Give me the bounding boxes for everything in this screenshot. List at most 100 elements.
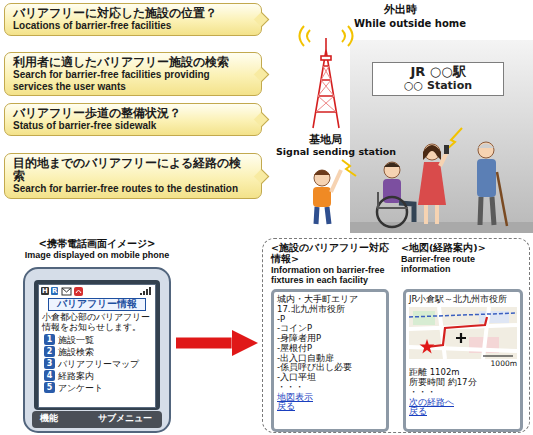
phone-screen: <地図(経路案内)>Barrier-free route information…	[401, 243, 525, 433]
arm	[331, 170, 341, 192]
node-title: <携帯電話画面イメージ>	[10, 238, 184, 250]
callout-pointer	[254, 169, 270, 185]
node-title: バリアフリーに対応した施設の位置？	[13, 7, 252, 20]
node-text: -屋根付P	[277, 344, 383, 354]
node-text: Search for barrier-free facilities provi…	[13, 69, 252, 92]
chair-frame	[378, 192, 408, 208]
figure-label: サブメニュー	[98, 413, 152, 423]
tower-rungs	[316, 66, 336, 112]
arm	[440, 152, 447, 166]
wave	[348, 26, 353, 46]
question-callout: 目的地までのバリアフリーによる経路の検索Search for barrier-f…	[4, 153, 262, 199]
node-text: 次の経路へ	[409, 398, 517, 408]
phone-case	[24, 268, 170, 432]
map-block	[413, 311, 435, 325]
screen-frame: JR小倉駅～北九州市役所1000m距離 1102m所要時間 約17分・・・次の経…	[403, 289, 523, 432]
figure-label: While outside home	[354, 18, 466, 30]
head	[384, 162, 400, 178]
node-text: 距離 1102m	[409, 368, 517, 378]
tower-legs	[313, 50, 339, 128]
node-title: 4	[44, 370, 55, 381]
head	[478, 142, 494, 158]
head	[424, 144, 440, 160]
screen-heading: <地図(経路案内)>Barrier-free route information	[401, 243, 525, 275]
signal-bar	[149, 287, 151, 295]
softkey-band	[32, 411, 162, 428]
child-figure	[313, 170, 341, 224]
node-text: 施設検索	[58, 347, 94, 357]
screen-group-box: <施設のバリアフリー対応情報>Information on barrier-fr…	[262, 238, 530, 433]
shirt	[313, 187, 331, 207]
figure-label: 機能	[40, 413, 58, 423]
node-text: -P	[277, 315, 383, 325]
map-block	[479, 311, 509, 323]
station-ground	[350, 40, 533, 233]
node-title: バリアフリー歩道の整備状況？	[13, 107, 252, 120]
screen-heading: <携帯電話画面イメージ>Image displayed on mobile ph…	[10, 238, 184, 260]
route-line	[427, 317, 487, 347]
current-position-star	[419, 339, 434, 353]
node-text: 施設一覧	[58, 335, 94, 345]
route-map	[409, 307, 517, 359]
hair	[478, 144, 494, 149]
signal-tower	[313, 38, 339, 128]
node-title: <地図(経路案内)>	[401, 243, 525, 254]
figure-label: H	[41, 287, 49, 295]
mobile-phone	[444, 145, 449, 154]
node-text: Barrier-free route information	[401, 254, 525, 275]
node-text: バリアフリーマップ	[58, 359, 139, 369]
mobile-phone-body	[24, 268, 170, 432]
scale-bar	[483, 355, 513, 356]
node-text: 所要時間 約17分	[409, 378, 517, 388]
node-text: 経路案内	[58, 371, 94, 381]
wave	[300, 26, 305, 46]
node-text: バリアフリー情報	[48, 298, 146, 311]
antenna	[325, 38, 327, 50]
cane	[497, 172, 507, 226]
rail-line	[409, 313, 517, 317]
legs	[426, 205, 437, 224]
elderly-figure	[477, 142, 507, 226]
phone-bezel	[34, 280, 160, 410]
tower-platform	[321, 56, 331, 60]
hair	[384, 163, 400, 168]
legs	[480, 197, 494, 225]
callout-pointer	[254, 12, 270, 28]
node-text: 城内・大手町エリア	[277, 295, 383, 305]
node-title: 利用者に適したバリアフリー施設の検索	[13, 56, 252, 69]
signal-bar	[140, 293, 142, 295]
node-text: 戻る	[277, 402, 383, 412]
callout-pointer	[254, 67, 270, 83]
node-text: 17.北九州市役所	[277, 305, 383, 315]
node-text: Image displayed on mobile phone	[10, 250, 184, 260]
node-title: 5	[44, 382, 55, 393]
question-callout: バリアフリーに対応した施設の位置？Locations of barrier-fr…	[4, 3, 262, 36]
node-title: <施設のバリアフリー対応情報>	[271, 243, 389, 265]
screen-heading: <施設のバリアフリー対応情報>Information on barrier-fr…	[271, 243, 389, 286]
node-text: -身障者用P	[277, 334, 383, 344]
node-text: -係員呼び出し必要	[277, 363, 383, 373]
flow-arrow	[176, 338, 232, 349]
node-text: 戻る	[409, 407, 517, 417]
menu-item: 1施設一覧	[44, 334, 150, 345]
node-text: 小倉都心部のバリアフリー情報をお知らせします。	[42, 313, 152, 333]
hair	[423, 145, 441, 160]
signal-bar	[143, 291, 145, 295]
node-text: ・・・	[409, 388, 517, 398]
hair	[314, 170, 330, 175]
signal-bar	[146, 289, 148, 295]
node-text: JR小倉駅～北九州市役所	[409, 295, 517, 305]
service-icon-mark	[76, 291, 81, 294]
menu-item: 4経路案内	[44, 370, 150, 381]
mobile-phone-screen: <携帯電話画面イメージ>Image displayed on mobile ph…	[22, 238, 172, 408]
node-title: 1	[44, 334, 55, 345]
screen-frame: 城内・大手町エリア17.北九州市役所-P-コインP-身障者用P-屋根付P-出入口…	[271, 289, 389, 432]
node-text: Search for barrier-free routes to the de…	[13, 183, 252, 195]
head	[314, 170, 330, 186]
node-text: Information on barrier-free fixtures in …	[271, 265, 389, 286]
screen-frame: バリアフリー情報小倉都心部のバリアフリー情報をお知らせします。1施設一覧2施設検…	[38, 284, 156, 408]
question-callout: バリアフリー歩道の整備状況？Status of barrier-free sid…	[4, 103, 262, 136]
node-title: 目的地までのバリアフリーによる経路の検索	[13, 157, 252, 183]
wheel	[377, 197, 407, 227]
